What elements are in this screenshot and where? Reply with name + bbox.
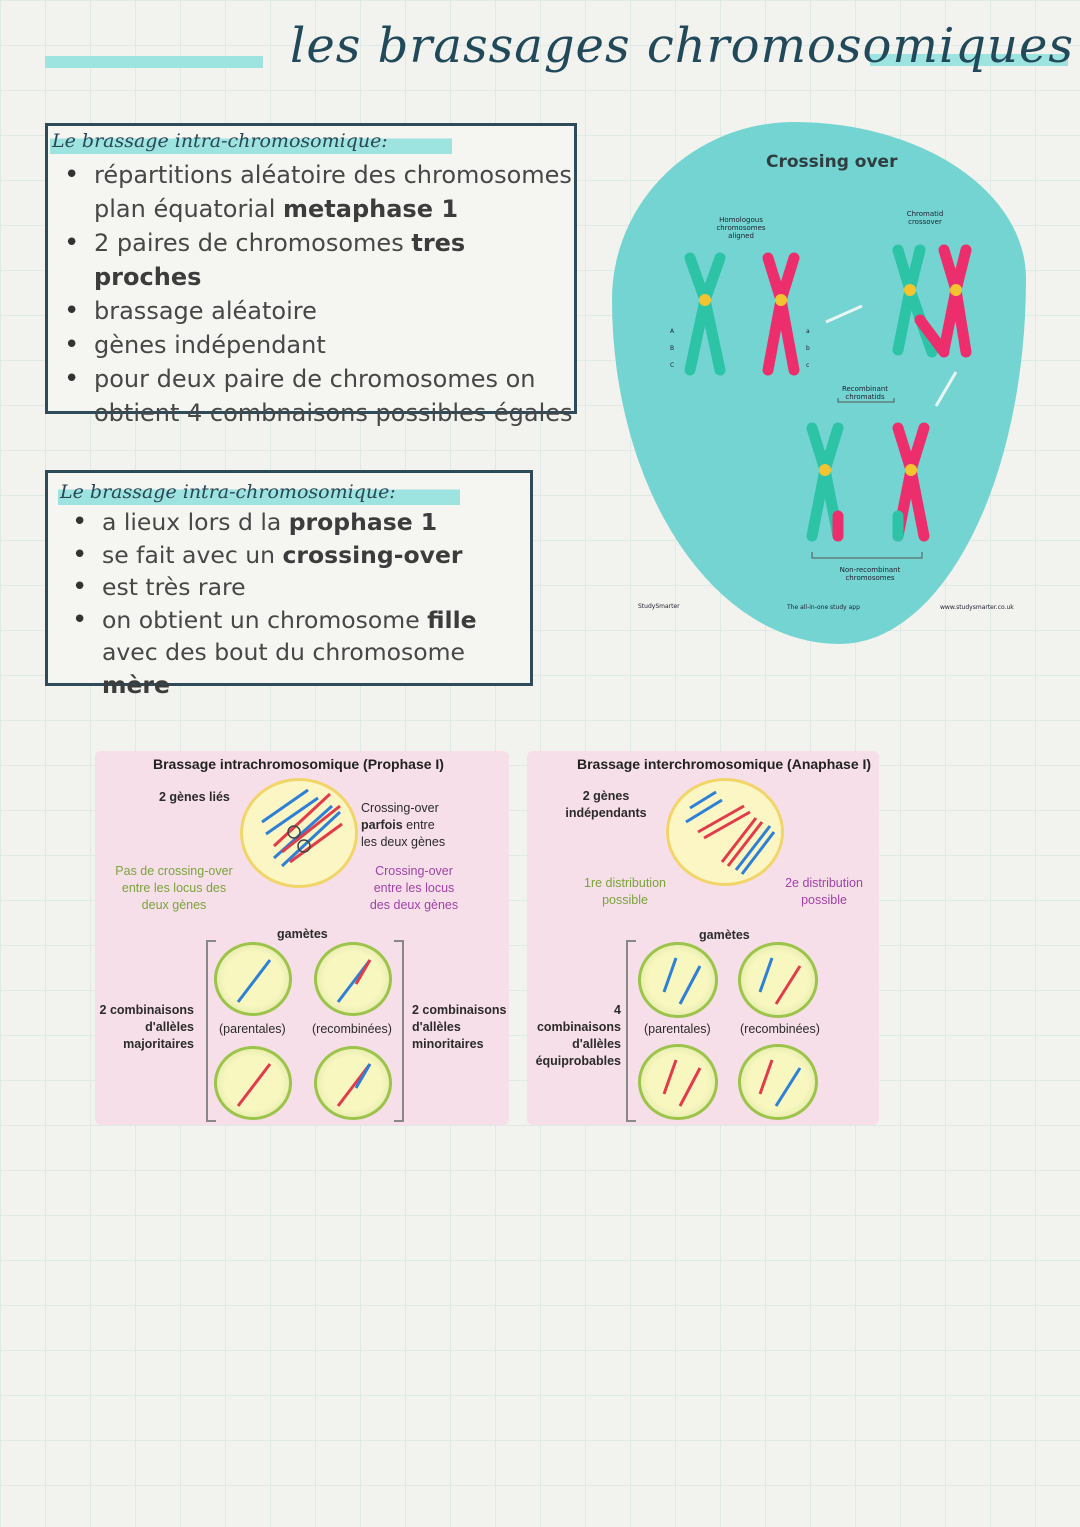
gamete-cell bbox=[314, 1046, 392, 1120]
inter-parentales: (parentales) bbox=[644, 1022, 711, 1036]
chromatid-label: Chromatid crossover bbox=[906, 210, 944, 226]
brand-label: StudySmarter bbox=[638, 603, 680, 610]
nonrecombinant-label: Non-recombinant chromosomes bbox=[839, 566, 901, 582]
note-box-1: Le brassage intra-chromosomique: réparti… bbox=[45, 123, 577, 427]
list-item: pour deux paire de chromosomes on obtien… bbox=[50, 362, 574, 430]
gamete-cell bbox=[738, 942, 818, 1018]
gamete-cell bbox=[638, 1044, 718, 1120]
crossing-over-title: Crossing over bbox=[766, 152, 898, 172]
intra-genes: 2 gènes liés bbox=[159, 790, 230, 804]
intra-gametes: gamètes bbox=[277, 927, 328, 941]
list-item: se fait avec un crossing-over bbox=[58, 539, 530, 572]
box2-list: a lieux lors d la prophase 1 se fait ave… bbox=[58, 506, 530, 701]
allele-label: b bbox=[806, 345, 810, 352]
intra-recombinees: (recombinées) bbox=[312, 1022, 392, 1036]
meiosis-cell bbox=[240, 778, 358, 888]
box1-heading: Le brassage intra-chromosomique: bbox=[50, 130, 452, 154]
list-item: répartitions aléatoire des chromosomes p… bbox=[50, 158, 574, 226]
note-box-2: Le brassage intra-chromosomique: a lieux… bbox=[45, 470, 533, 699]
tagline-label: The all-in-one study app bbox=[787, 604, 860, 611]
gamete-cell bbox=[214, 1046, 292, 1120]
gamete-cell bbox=[214, 942, 292, 1016]
list-item: on obtient un chromosome fille avec des … bbox=[58, 604, 530, 702]
recombinant-label: Recombinant chromatids bbox=[841, 385, 889, 401]
inter-gametes: gamètes bbox=[699, 928, 750, 942]
gamete-cell bbox=[638, 942, 718, 1018]
dist2-label: 2e distribution possible bbox=[785, 876, 863, 907]
title-bar-left bbox=[45, 56, 263, 68]
intra-title: Brassage intrachromosomique (Prophase I) bbox=[153, 756, 444, 772]
intra-left-comb: 2 combinaisons d'allèles majoritaires bbox=[99, 1003, 194, 1051]
box1-list: répartitions aléatoire des chromosomes p… bbox=[50, 158, 574, 430]
allele-label: c bbox=[806, 362, 810, 369]
dist1-label: 1re distribution possible bbox=[584, 876, 666, 907]
list-item: brassage aléatoire bbox=[50, 294, 574, 328]
url-label: www.studysmarter.co.uk bbox=[940, 604, 1014, 611]
list-item: 2 paires de chromosomes tres proches bbox=[50, 226, 574, 294]
homologous-label: Homologous chromosomes aligned bbox=[716, 216, 766, 240]
inter-title: Brassage interchromosomique (Anaphase I) bbox=[577, 756, 872, 772]
bracket-right bbox=[394, 940, 404, 1122]
allele-label: B bbox=[670, 345, 675, 352]
intra-right-comb: 2 combinaisons d'allèles minoritaires bbox=[412, 1003, 507, 1051]
list-item: est très rare bbox=[58, 571, 530, 604]
list-item: a lieux lors d la prophase 1 bbox=[58, 506, 530, 539]
page-title: les brassages chromosomiques bbox=[290, 18, 1074, 74]
co-between-label: Crossing-over entre les locus des deux g… bbox=[369, 864, 459, 912]
meiosis-cell bbox=[666, 778, 784, 886]
gamete-cell bbox=[738, 1044, 818, 1120]
title-bar-right bbox=[870, 54, 1068, 66]
allele-label: A bbox=[670, 328, 675, 335]
inter-recombinees: (recombinées) bbox=[740, 1022, 820, 1036]
gamete-cell bbox=[314, 942, 392, 1016]
co-sometimes-label: Crossing-over parfois entre les deux gèn… bbox=[361, 801, 446, 849]
box2-heading: Le brassage intra-chromosomique: bbox=[58, 481, 460, 505]
inter-genes: 2 gènes indépendants bbox=[565, 789, 647, 820]
allele-label: C bbox=[670, 362, 675, 369]
inter-left-comb: 4 combinaisons d'allèles équiprobables bbox=[535, 1003, 621, 1068]
bracket-left bbox=[206, 940, 216, 1122]
no-co-label: Pas de crossing-over entre les locus des… bbox=[115, 864, 233, 912]
allele-label: a bbox=[806, 328, 810, 335]
crossing-over-figure bbox=[612, 122, 1026, 644]
intra-parentales: (parentales) bbox=[219, 1022, 286, 1036]
bracket-left bbox=[626, 940, 636, 1122]
list-item: gènes indépendant bbox=[50, 328, 574, 362]
